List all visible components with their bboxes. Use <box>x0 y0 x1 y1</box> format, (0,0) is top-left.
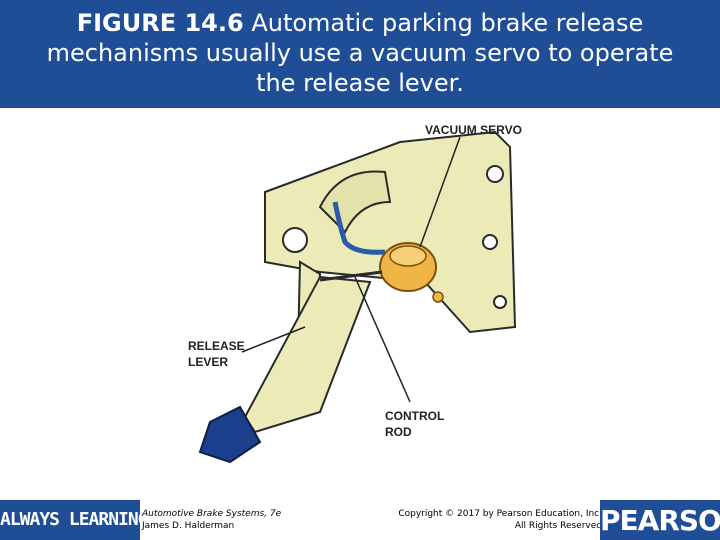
callout-line-control-rod <box>354 276 411 403</box>
label-release-lever-line1: RELEASE <box>188 339 245 353</box>
pearson-logo: PEARSON <box>600 500 720 540</box>
title-text-1: Automatic parking brake release <box>243 9 644 37</box>
callout-line-vacuum-servo <box>419 136 461 248</box>
title-line-1: FIGURE 14.6 Automatic parking brake rele… <box>0 8 720 38</box>
label-vacuum-servo: VACUUM SERVO <box>425 123 522 137</box>
bracket-hole <box>486 165 504 183</box>
mounting-bracket <box>264 130 517 334</box>
control-rod <box>319 270 383 282</box>
copyright-block: Copyright © 2017 by Pearson Education, I… <box>380 508 602 532</box>
title-bar: FIGURE 14.6 Automatic parking brake rele… <box>0 0 720 108</box>
servo-fitting <box>432 291 444 303</box>
label-release-lever-line2: LEVER <box>188 355 228 369</box>
vacuum-servo-cap <box>389 245 427 267</box>
book-author: James D. Halderman <box>142 521 235 531</box>
figure-label: FIGURE 14.6 <box>76 9 244 37</box>
pivot <box>282 227 308 253</box>
book-credit: Automotive Brake Systems, 7e James D. Ha… <box>142 508 342 532</box>
parking-brake-illustration: VACUUM SERVO RELEASE LEVER CONTROL ROD <box>188 123 522 464</box>
footer: ALWAYS LEARNING Automotive Brake Systems… <box>0 500 720 540</box>
rights-text: All Rights Reserved <box>514 521 602 531</box>
vacuum-hose <box>332 201 386 255</box>
pedal-arm <box>243 275 372 434</box>
label-control-rod-line1: CONTROL <box>385 409 444 423</box>
always-learning-logo: ALWAYS LEARNING <box>0 500 140 540</box>
title-line-3: the release lever. <box>256 69 464 97</box>
bracket-hole <box>482 234 498 250</box>
pedal-pad <box>198 405 262 464</box>
label-control-rod-line2: ROD <box>385 425 412 439</box>
book-title: Automotive Brake Systems, 7e <box>142 509 282 519</box>
bracket-hole <box>493 295 507 309</box>
title-line-2: mechanisms usually use a vacuum servo to… <box>46 39 674 67</box>
copyright-text: Copyright © 2017 by Pearson Education, I… <box>398 509 602 519</box>
callout-line-release-lever <box>241 326 306 353</box>
